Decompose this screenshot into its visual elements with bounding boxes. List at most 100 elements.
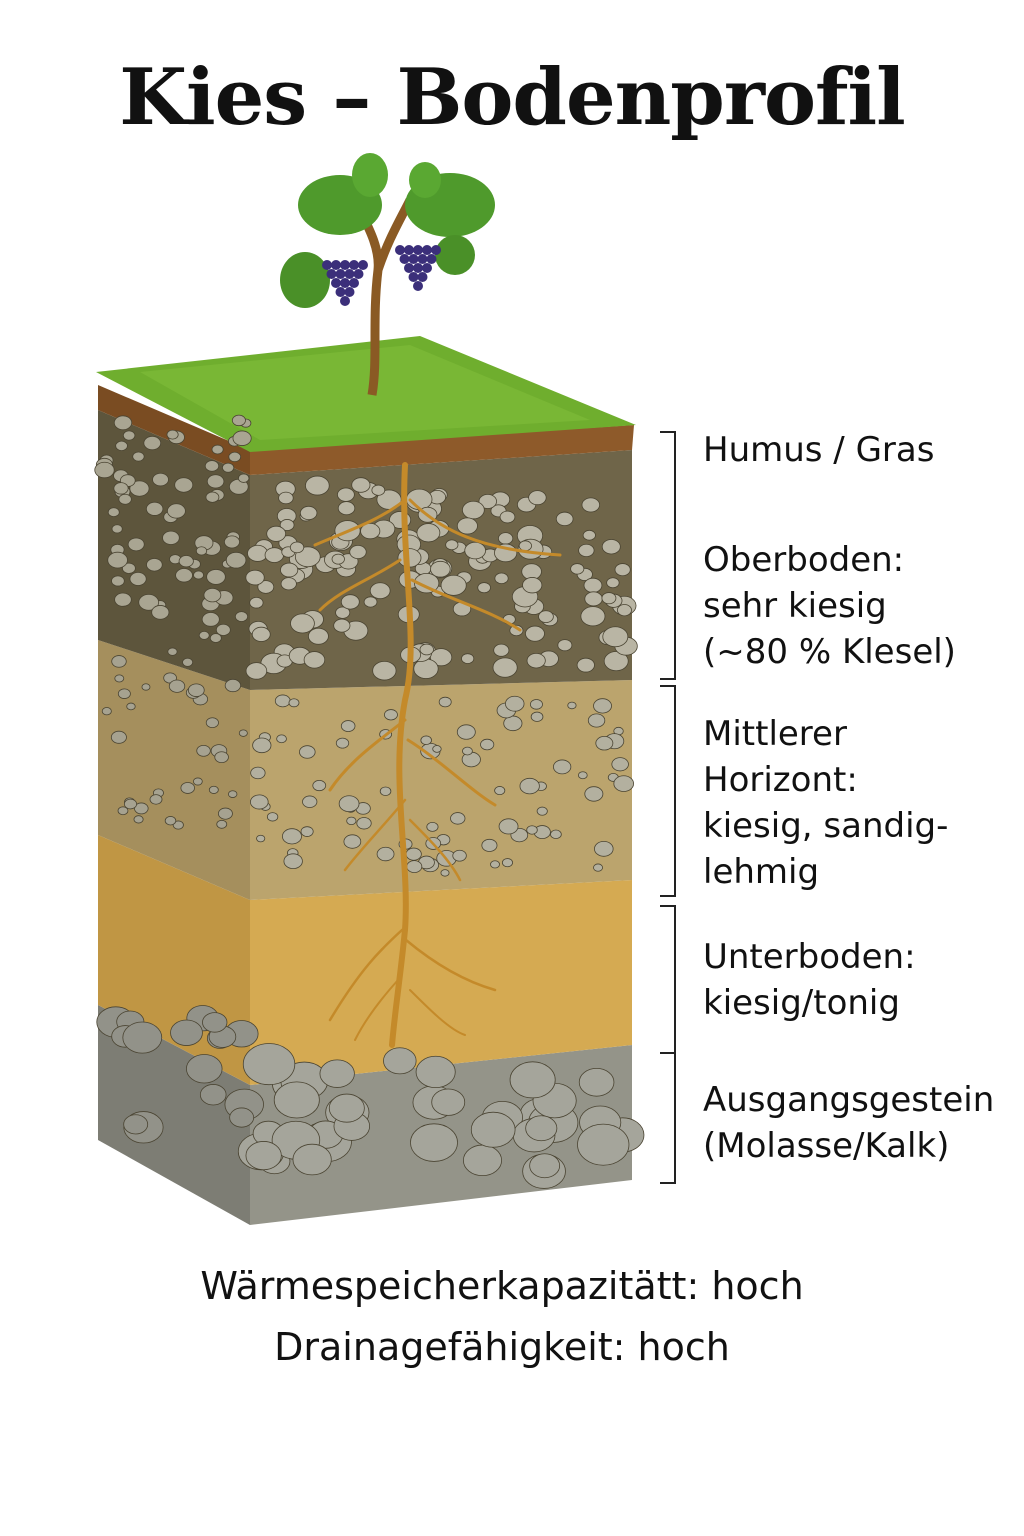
label-humus: Humus / Gras <box>703 430 935 470</box>
pebble <box>232 430 252 446</box>
pebble <box>430 560 451 578</box>
pebble <box>498 532 514 545</box>
grape <box>404 245 414 255</box>
pebble <box>616 604 632 617</box>
pebble <box>209 633 222 643</box>
pebble <box>166 429 179 440</box>
grape <box>413 263 423 273</box>
pebble <box>522 577 543 594</box>
pebble <box>113 415 133 431</box>
pebble <box>498 818 519 835</box>
pebble <box>462 746 473 756</box>
pebble <box>406 860 423 873</box>
pebble <box>187 683 205 697</box>
pebble <box>266 812 279 822</box>
grape <box>422 263 432 273</box>
pebble <box>204 460 220 472</box>
pebble <box>122 562 136 574</box>
root <box>354 979 399 1041</box>
pebble <box>529 699 543 710</box>
pebble <box>481 838 498 852</box>
pebble <box>356 817 372 830</box>
pebble <box>256 834 266 843</box>
pebble <box>206 474 225 489</box>
pebble <box>553 759 572 775</box>
mittlerer-front <box>250 680 632 900</box>
pebble <box>470 1111 516 1148</box>
pebble <box>413 572 440 594</box>
pebble <box>578 1067 615 1097</box>
pebble <box>351 477 371 493</box>
pebble <box>369 582 391 600</box>
pebble <box>440 574 467 596</box>
pebble <box>280 562 299 578</box>
pebble <box>490 860 500 869</box>
pebble <box>536 806 548 816</box>
pebble <box>223 535 240 549</box>
pebble <box>114 674 125 683</box>
pebble <box>461 653 475 664</box>
grape <box>399 254 410 264</box>
root <box>406 738 497 807</box>
pebble <box>266 525 287 542</box>
pebble <box>593 698 612 714</box>
grape <box>426 254 437 264</box>
pebble <box>143 435 162 451</box>
pebble <box>115 440 128 451</box>
bracket-oberboden <box>660 431 676 680</box>
pebble <box>611 757 629 772</box>
pebble <box>372 660 397 681</box>
pebble <box>584 591 603 607</box>
pebble <box>205 717 219 728</box>
grape <box>417 272 428 282</box>
pebble <box>303 651 326 669</box>
pebble <box>346 816 357 826</box>
pebble <box>134 802 149 815</box>
pebble <box>279 519 295 531</box>
pebble <box>250 794 269 810</box>
pebble <box>519 777 540 795</box>
pebble <box>587 713 606 728</box>
pebble <box>581 497 601 513</box>
pebble <box>186 1054 223 1084</box>
label-ausgangsgestein: Ausgangsgestein (Molasse/Kalk) <box>703 1080 995 1166</box>
pebble <box>276 734 287 744</box>
pebble <box>123 798 138 810</box>
grape <box>417 254 428 264</box>
pebble <box>376 846 395 862</box>
pebble <box>193 570 205 580</box>
grape <box>322 260 332 270</box>
pebble <box>480 738 495 751</box>
pebble <box>257 580 275 594</box>
pebble <box>525 625 545 642</box>
grape <box>340 260 350 270</box>
pebble <box>117 688 131 699</box>
humus-front <box>250 425 634 475</box>
grape <box>413 281 423 291</box>
pebble <box>216 819 228 829</box>
pebble <box>576 657 595 673</box>
pebble <box>583 577 603 593</box>
pebble <box>319 1059 355 1088</box>
pebble <box>492 657 518 678</box>
pebble <box>567 701 577 710</box>
grape <box>344 287 355 297</box>
label-unterboden: Unterboden: kiesig/tonig <box>703 937 916 1023</box>
pebble <box>456 517 478 535</box>
pebble <box>238 729 248 737</box>
grape-cluster-icon <box>322 245 441 306</box>
pebble <box>438 696 452 708</box>
root <box>408 818 462 882</box>
pebble <box>215 623 231 636</box>
pebble <box>577 1123 630 1166</box>
pebble <box>122 430 136 441</box>
pebble <box>201 612 220 627</box>
pebble <box>111 655 127 668</box>
pebble <box>129 572 147 586</box>
pebble <box>278 491 294 505</box>
pebble <box>340 720 356 732</box>
pebble <box>528 490 547 506</box>
page-title: Kies – Bodenprofil <box>119 52 906 143</box>
pebble <box>206 569 226 585</box>
